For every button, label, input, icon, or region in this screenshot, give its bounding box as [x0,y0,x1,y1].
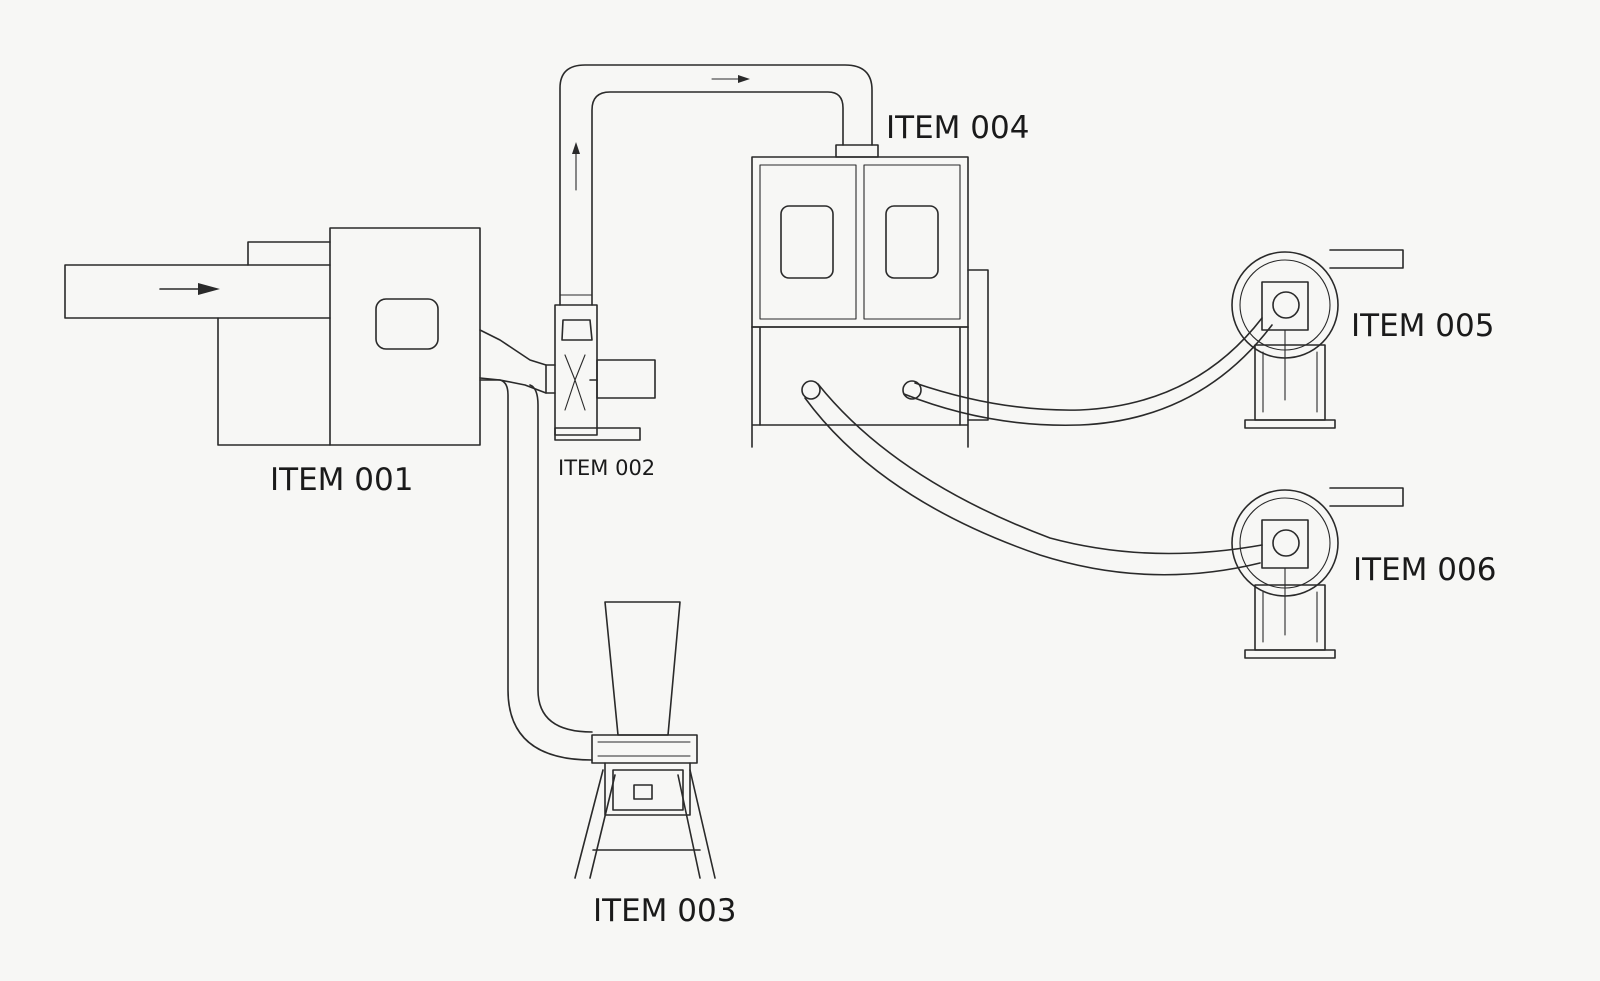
duct-001-to-003 [479,379,593,761]
cabinet-side-panel [967,269,989,421]
machine-window [375,298,439,350]
cabinet-upper [751,156,969,328]
blower-005-frame [1262,329,1318,413]
feed-arrow-head [198,283,220,295]
item-004-cabinet [751,156,989,448]
duct-outer [479,379,593,761]
blower-005-base [1244,419,1336,429]
item-006-blower [1231,487,1404,659]
blower-005-motor-box [1261,281,1309,331]
label-item-003: ITEM 003 [593,893,736,929]
machine-panel [612,769,684,811]
label-item-004: ITEM 004 [886,110,1029,146]
label-item-001: ITEM 001 [270,462,413,498]
overhead-duct-outer [559,64,873,306]
overhead-duct-inner [591,91,844,306]
fan-top-vent [561,319,593,341]
left-door-window [780,205,834,279]
machine-outlet-duct [479,329,547,394]
machine-chamber [591,734,698,764]
machine-cabinet [329,227,481,446]
item-002-fan [545,304,656,441]
panel-window [633,784,653,800]
fan-motor [596,359,656,399]
duct-002-to-004 [559,64,879,306]
label-item-006: ITEM 006 [1353,552,1496,588]
hose-to-005-upper [903,324,1273,427]
machine-hopper [604,601,681,736]
right-door-window [885,205,939,279]
fan-inlet [545,364,556,394]
item-001-machine [64,227,547,446]
blower-006-base [1244,649,1336,659]
blower-005-outlet [1329,249,1404,269]
blower-006-stand [1254,584,1326,651]
up-arrow-head [572,142,580,154]
hose-to-006-inner [817,383,1263,555]
blower-006-motor-box [1261,519,1309,569]
chamber-rotor [597,741,691,757]
hose-to-005-lower [914,317,1263,411]
outlet-right [902,380,922,400]
item-005-blower [1231,249,1404,429]
label-item-005: ITEM 005 [1351,308,1494,344]
fan-base [554,427,641,441]
right-arrow-head [738,75,750,83]
blower-006-outlet [1329,487,1404,507]
hose-to-006-outer [804,397,1261,576]
blower-005-stand [1254,344,1326,421]
cabinet-right-door [863,164,961,320]
cabinet-lower-frame [751,326,969,426]
blower-005-hub [1272,291,1300,319]
feed-conveyor [64,264,331,319]
machine-legs [574,769,716,879]
cabinet-left-door [759,164,857,320]
outlet-left [801,380,821,400]
hoses-004 [804,317,1273,576]
label-item-002: ITEM 002 [558,456,655,480]
duct-flange [835,144,879,158]
machine-body [604,762,691,816]
blower-006-hub [1272,529,1300,557]
item-003-machine [574,601,716,879]
machine-rear-body [217,241,331,446]
duct-inner [529,384,593,733]
blower-006-frame [1262,567,1318,643]
cabinet-legs [751,326,969,448]
fan-blades [564,354,586,411]
